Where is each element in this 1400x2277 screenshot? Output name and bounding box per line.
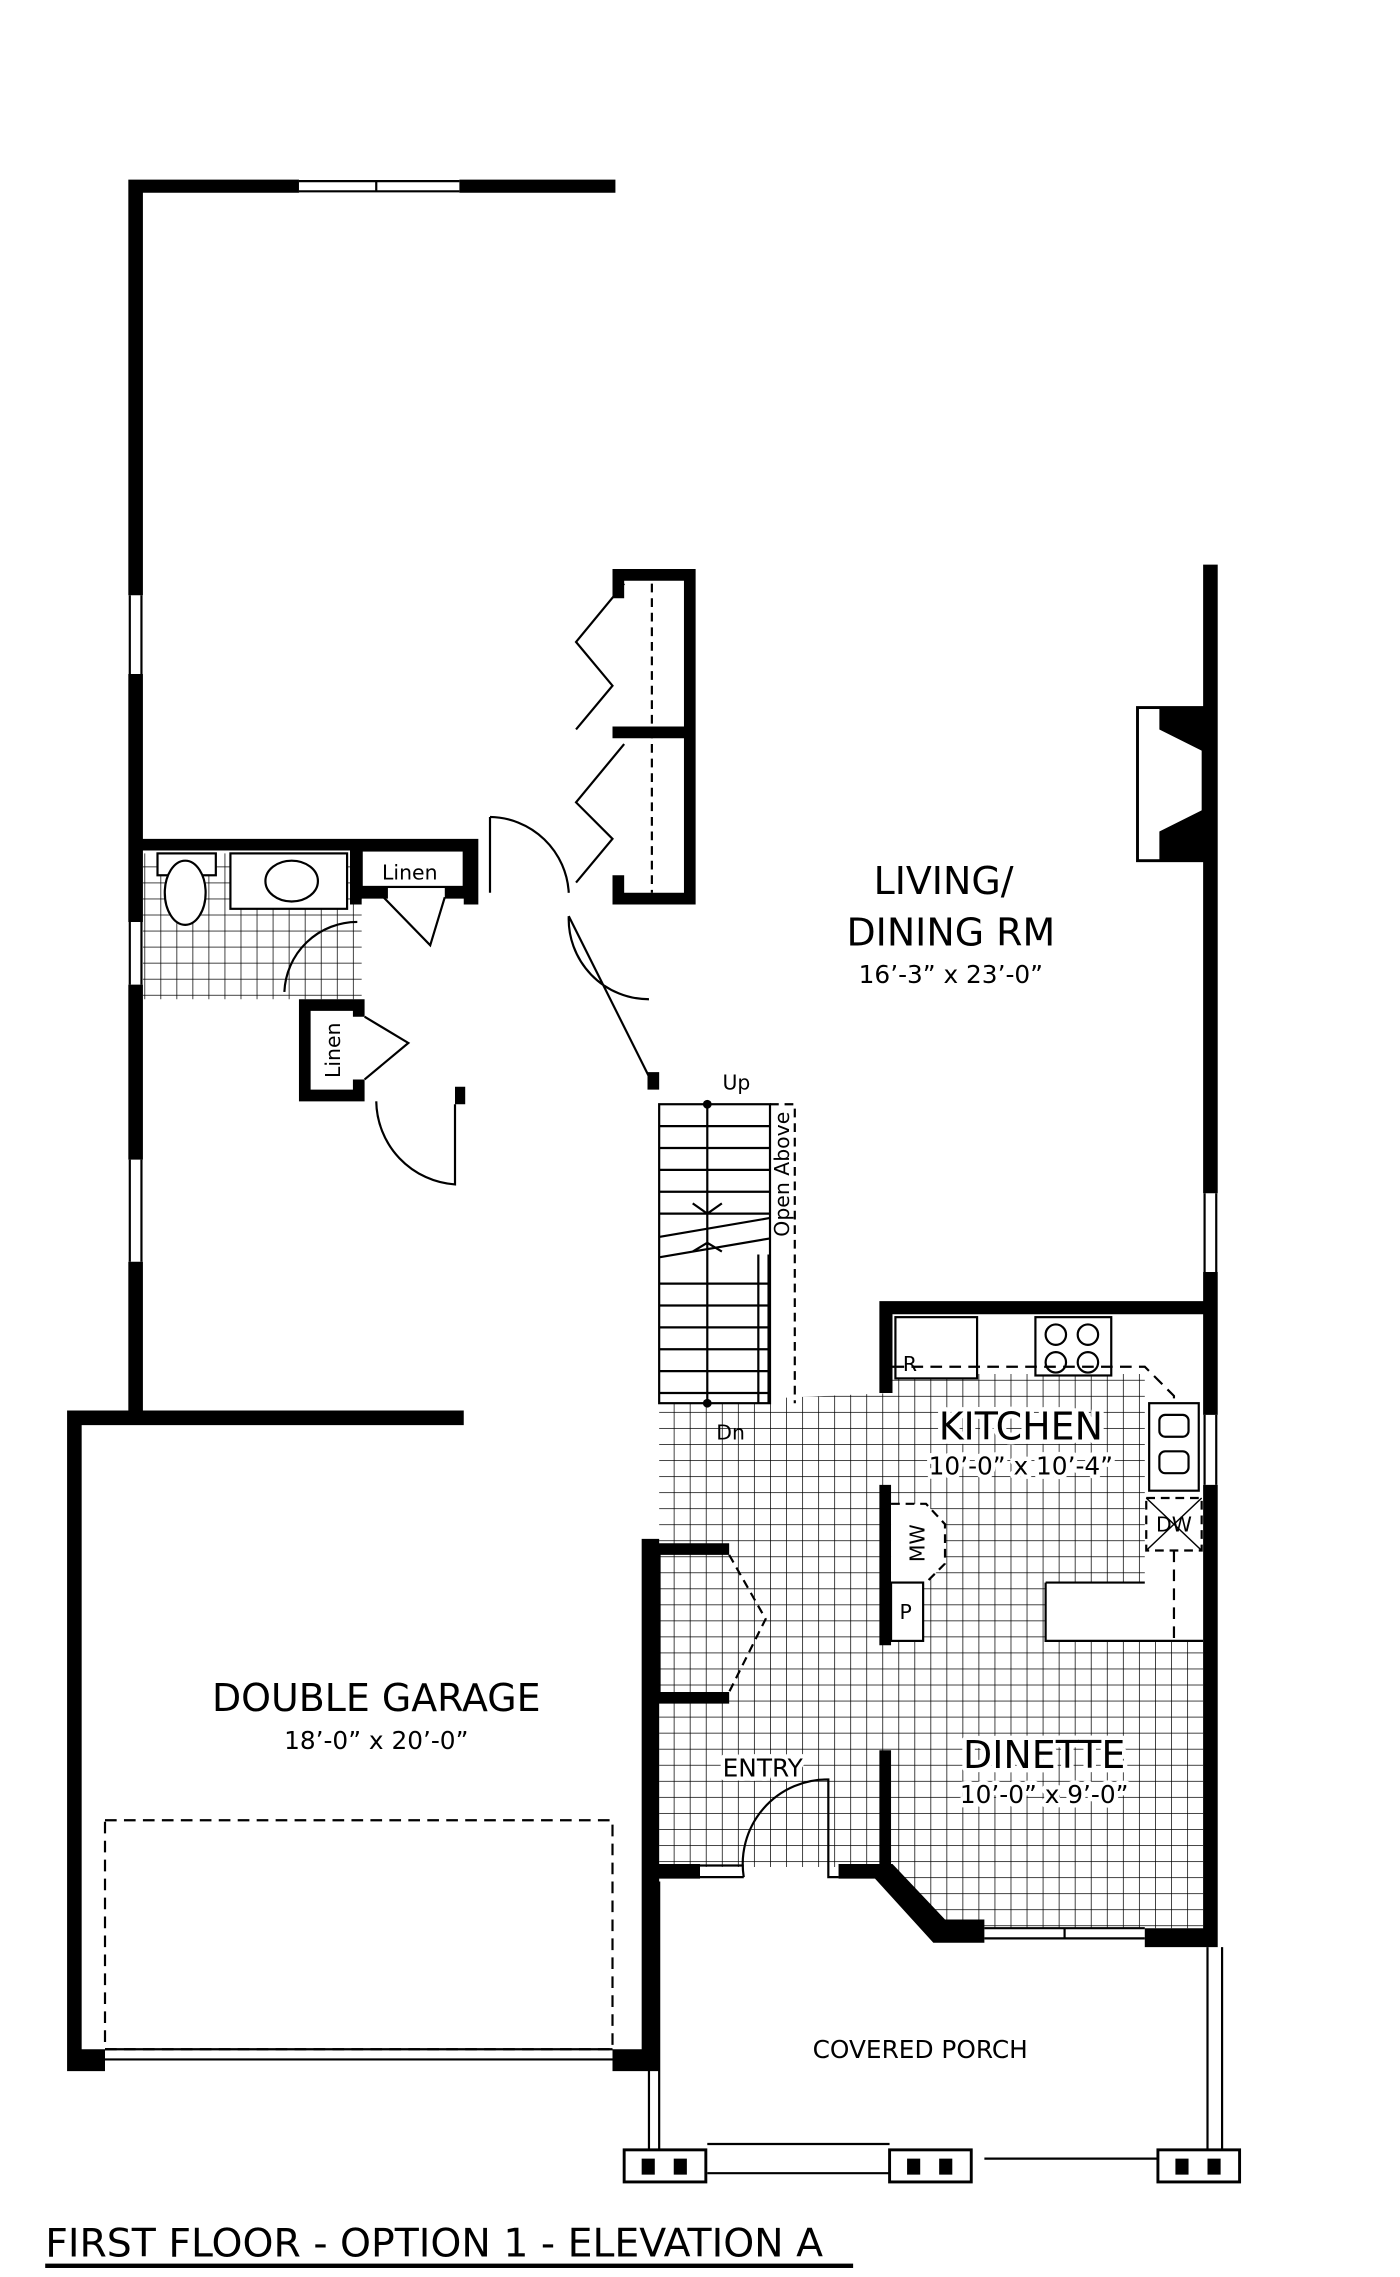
open-above-label: Open Above bbox=[770, 1112, 794, 1237]
living-room-name: LIVING/ bbox=[874, 859, 1014, 903]
title-underline bbox=[45, 2263, 854, 2268]
microwave-label: MW bbox=[906, 1524, 930, 1562]
walls bbox=[67, 179, 1218, 2072]
doors bbox=[283, 582, 839, 1879]
plan-title: FIRST FLOOR - OPTION 1 - ELEVATION A bbox=[45, 2220, 823, 2266]
refrigerator-label: R bbox=[903, 1352, 917, 1376]
living-room-name-2: DINING RM bbox=[846, 910, 1055, 954]
fireplace bbox=[1136, 706, 1205, 863]
pantry-label: P bbox=[899, 1600, 911, 1624]
porch-name: COVERED PORCH bbox=[813, 2035, 1028, 2064]
kitchen-name: KITCHEN bbox=[939, 1405, 1103, 1449]
room-labels: LIVING/ DINING RM 16’-3” x 23’-0” KITCHE… bbox=[212, 859, 1133, 2064]
linen-label: Linen bbox=[382, 861, 437, 885]
stair-up-label: Up bbox=[723, 1071, 751, 1095]
dishwasher-label: DW bbox=[1156, 1513, 1192, 1537]
fixture-labels: Linen Linen Up Dn Open Above R MW P DW bbox=[321, 861, 1192, 1624]
garage-door-outline bbox=[103, 1819, 614, 2051]
staircase bbox=[658, 1099, 796, 1408]
stair-down-label: Dn bbox=[716, 1421, 745, 1445]
porch-pillars bbox=[622, 2148, 1242, 2184]
living-room-size: 16’-3” x 23’-0” bbox=[859, 960, 1043, 989]
linen-label-side: Linen bbox=[321, 1023, 345, 1078]
kitchen-size: 10’-0” x 10’-4” bbox=[929, 1452, 1113, 1481]
closet-doors bbox=[650, 583, 767, 1693]
fixtures bbox=[156, 849, 1204, 1642]
garage-name: DOUBLE GARAGE bbox=[212, 1676, 541, 1720]
dinette-size: 10’-0” x 9’-0” bbox=[960, 1780, 1129, 1809]
dinette-name: DINETTE bbox=[963, 1733, 1125, 1777]
windows bbox=[105, 180, 1224, 2175]
entry-name: ENTRY bbox=[723, 1754, 804, 1783]
garage-size: 18’-0” x 20’-0” bbox=[284, 1726, 468, 1755]
